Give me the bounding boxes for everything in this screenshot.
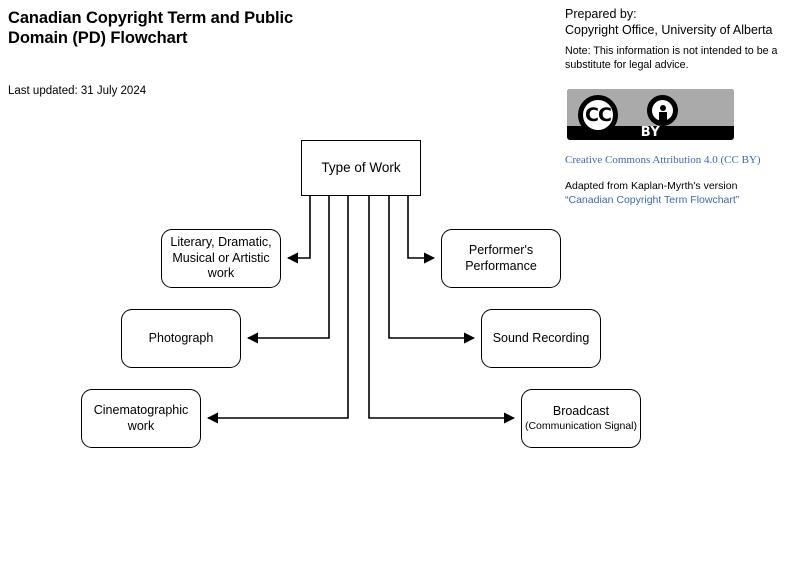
person-icon — [647, 95, 678, 126]
node-sound-recording-label: Sound Recording — [492, 330, 590, 345]
node-type-of-work-label: Type of Work — [321, 160, 401, 176]
node-broadcast[interactable]: Broadcast (Communication Signal) — [521, 389, 641, 448]
cc-logo-icon: CC — [578, 95, 618, 135]
prepared-by-value: Copyright Office, University of Alberta — [565, 23, 773, 37]
last-updated-text: Last updated: 31 July 2024 — [8, 85, 147, 97]
page-title: Canadian Copyright Term and Public Domai… — [8, 9, 294, 47]
node-broadcast-sublabel: (Communication Signal) — [524, 419, 638, 432]
prepared-by-label: Prepared by: — [565, 7, 637, 21]
node-broadcast-label: Broadcast — [552, 404, 610, 419]
cc-license-link[interactable]: Creative Commons Attribution 4.0 (CC BY) — [565, 154, 761, 166]
person-body-icon — [658, 112, 667, 123]
node-photograph-label: Photograph — [148, 330, 214, 345]
node-photograph[interactable]: Photograph — [121, 309, 241, 368]
node-cinematographic-label: Cinematographic work — [93, 403, 189, 433]
person-head-icon — [659, 105, 666, 111]
node-performers-performance[interactable]: Performer's Performance — [441, 229, 561, 288]
node-cinematographic-work[interactable]: Cinematographic work — [81, 389, 201, 448]
node-literary-dramatic-musical-artistic[interactable]: Literary, Dramatic, Musical or Artistic … — [161, 229, 281, 288]
node-literary-label: Literary, Dramatic, Musical or Artistic … — [170, 235, 272, 281]
adapted-from-text: Adapted from Kaplan-Myrth's version — [565, 180, 738, 192]
edge-to-literary — [286, 196, 311, 264]
edge-to-performers-performance — [407, 196, 436, 264]
cc-by-label: BY — [640, 125, 661, 140]
node-sound-recording[interactable]: Sound Recording — [481, 309, 601, 368]
cc-mark-text: CC — [585, 104, 612, 126]
prepared-by-block: Prepared by: Copyright Office, Universit… — [565, 6, 797, 38]
creative-commons-badge: CC BY — [567, 89, 734, 140]
node-performers-label: Performer's Performance — [465, 243, 537, 273]
node-type-of-work[interactable]: Type of Work — [301, 140, 421, 196]
original-flowchart-link[interactable]: “Canadian Copyright Term Flowchart” — [565, 194, 740, 206]
legal-note: Note: This information is not intended t… — [565, 45, 778, 71]
